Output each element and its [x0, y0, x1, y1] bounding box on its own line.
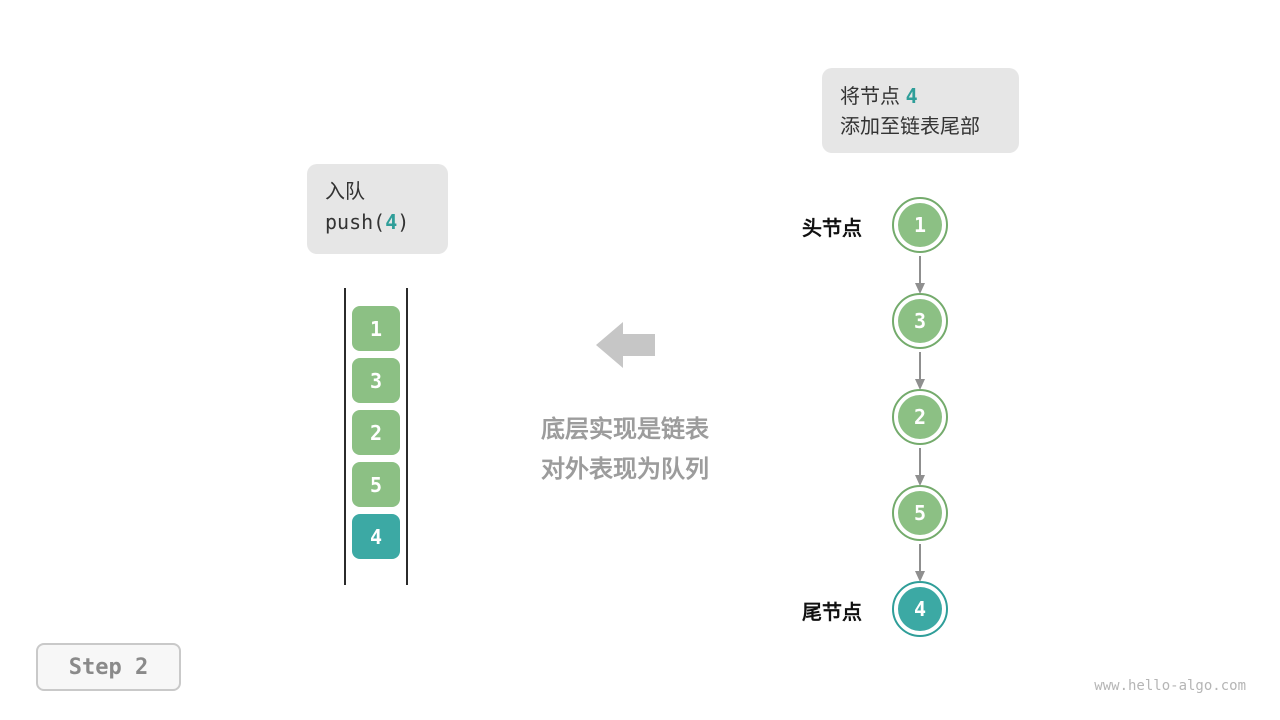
queue-cells: 1 3 2 5 4: [346, 306, 406, 559]
caption-line-2: 对外表现为队列: [541, 456, 709, 483]
list-node-value: 1: [898, 203, 942, 247]
list-node-value: 5: [898, 491, 942, 535]
operation-box: 入队 push(4): [307, 164, 448, 254]
annotation-box: 将节点 4 添加至链表尾部: [822, 68, 1019, 153]
list-node-value: 4: [898, 587, 942, 631]
link-arrow-icon: [914, 352, 926, 390]
step-indicator: Step 2: [36, 643, 181, 691]
list-node: 5: [892, 485, 948, 541]
queue-container: 1 3 2 5 4: [344, 288, 408, 585]
operation-title: 入队: [325, 181, 365, 203]
caption-line-1: 底层实现是链表: [541, 416, 709, 443]
tail-node-label: 尾节点: [802, 602, 862, 624]
annotation-line-2: 添加至链表尾部: [840, 116, 980, 138]
link-arrow-icon: [914, 448, 926, 486]
annotation-value: 4: [905, 84, 918, 108]
list-node: 3: [892, 293, 948, 349]
list-node: 1: [892, 197, 948, 253]
caption: 底层实现是链表 对外表现为队列: [500, 410, 750, 490]
left-arrow-icon: [596, 322, 656, 373]
code-suffix: ): [397, 210, 410, 234]
list-node-value: 3: [898, 299, 942, 343]
queue-cell-new: 4: [352, 514, 400, 559]
queue-cell: 3: [352, 358, 400, 403]
list-node: 2: [892, 389, 948, 445]
list-node-value: 2: [898, 395, 942, 439]
annotation-text: 将节点: [840, 86, 906, 108]
list-node-new: 4: [892, 581, 948, 637]
code-value: 4: [385, 210, 398, 234]
code-prefix: push(: [325, 210, 386, 234]
queue-cell: 2: [352, 410, 400, 455]
queue-cell: 5: [352, 462, 400, 507]
link-arrow-icon: [914, 256, 926, 294]
head-node-label: 头节点: [802, 218, 862, 240]
operation-code: push(4): [325, 207, 430, 237]
annotation-line-1: 将节点 4: [840, 81, 1001, 112]
queue-cell: 1: [352, 306, 400, 351]
watermark: www.hello-algo.com: [1094, 678, 1246, 694]
link-arrow-icon: [914, 544, 926, 582]
